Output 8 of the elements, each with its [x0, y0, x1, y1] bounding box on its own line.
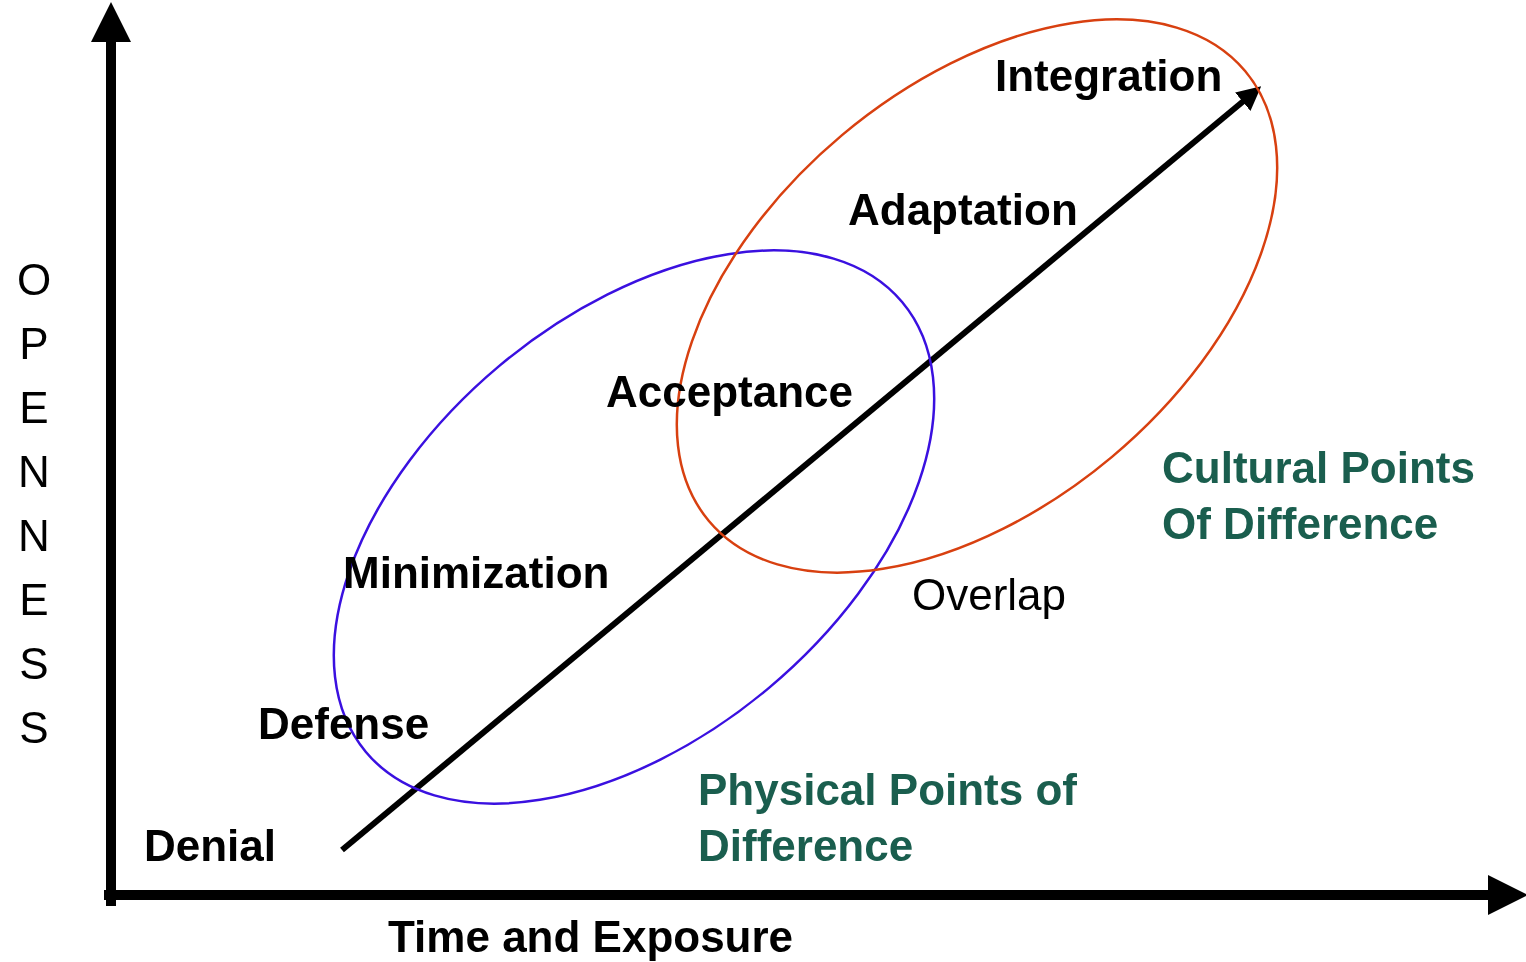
group-caption: Cultural Points Of Difference	[1162, 442, 1476, 550]
group-caption: Physical Points of Difference	[698, 764, 1078, 872]
axis-title: Time and Exposure	[388, 915, 794, 959]
stage-label: Integration	[995, 54, 1223, 98]
axis-title: OPENNESS	[15, 254, 53, 754]
stage-label: Adaptation	[848, 188, 1078, 232]
stage-label: Denial	[144, 824, 277, 868]
region-label: Overlap	[912, 573, 1067, 617]
